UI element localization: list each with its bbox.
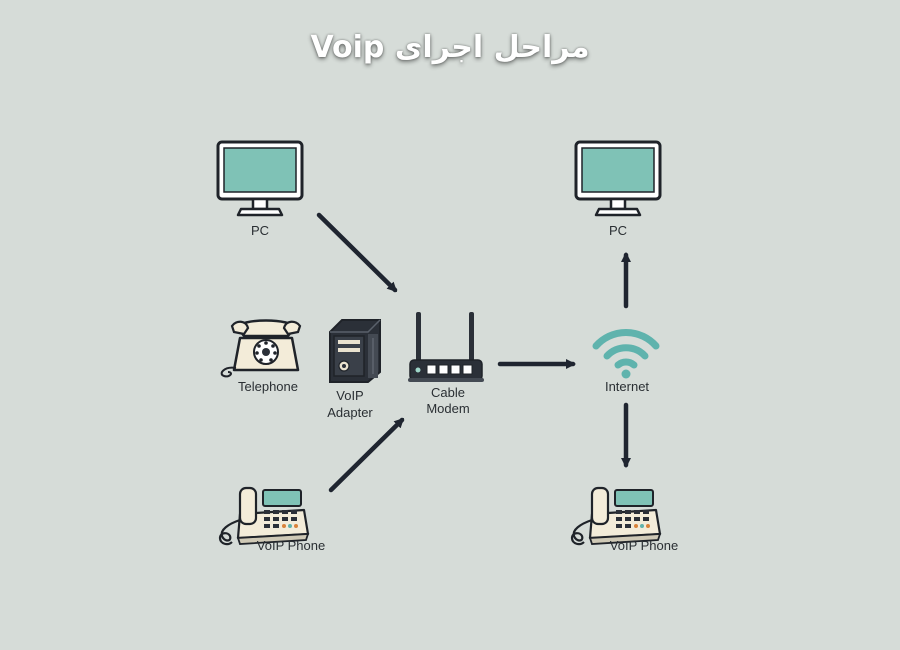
voip-phone-left-label: VoIP Phone: [257, 538, 325, 553]
cable-modem-label-line1: Cable: [431, 385, 465, 400]
arrow-voip-phone-to-modem: [328, 417, 405, 493]
pc-right-node: PC: [574, 140, 662, 238]
voip-phone-right-node: VoIP Phone: [570, 486, 678, 553]
pc-left-label: PC: [251, 223, 269, 238]
ip-phone-icon: [570, 486, 662, 546]
ip-phone-icon: [218, 486, 310, 546]
cable-modem-label-line2: Modem: [426, 401, 469, 416]
internet-label: Internet: [605, 379, 649, 394]
pc-left-node: PC: [216, 140, 304, 238]
internet-node: Internet: [592, 329, 660, 394]
telephone-node: Telephone: [220, 319, 302, 394]
arrow-pc-to-modem: [316, 212, 398, 293]
router-icon: [408, 312, 484, 382]
connection-arrows: [316, 212, 631, 493]
voip-adapter-label-line1: VoIP: [336, 388, 363, 403]
voip-adapter-node: VoIP Adapter: [327, 319, 381, 420]
desktop-computer-icon: [216, 140, 304, 217]
voip-adapter-box-icon: [329, 319, 381, 383]
telephone-label: Telephone: [238, 379, 298, 394]
pc-right-label: PC: [609, 223, 627, 238]
voip-adapter-label-line2: Adapter: [327, 405, 373, 420]
wifi-icon: [592, 329, 660, 379]
cable-modem-node: Cable Modem: [408, 312, 484, 416]
voip-phone-right-label: VoIP Phone: [610, 538, 678, 553]
desktop-computer-icon: [574, 140, 662, 217]
rotary-telephone-icon: [220, 319, 302, 378]
page-title: مراحل اجرای Voip: [310, 30, 590, 65]
voip-phone-left-node: VoIP Phone: [218, 486, 325, 553]
